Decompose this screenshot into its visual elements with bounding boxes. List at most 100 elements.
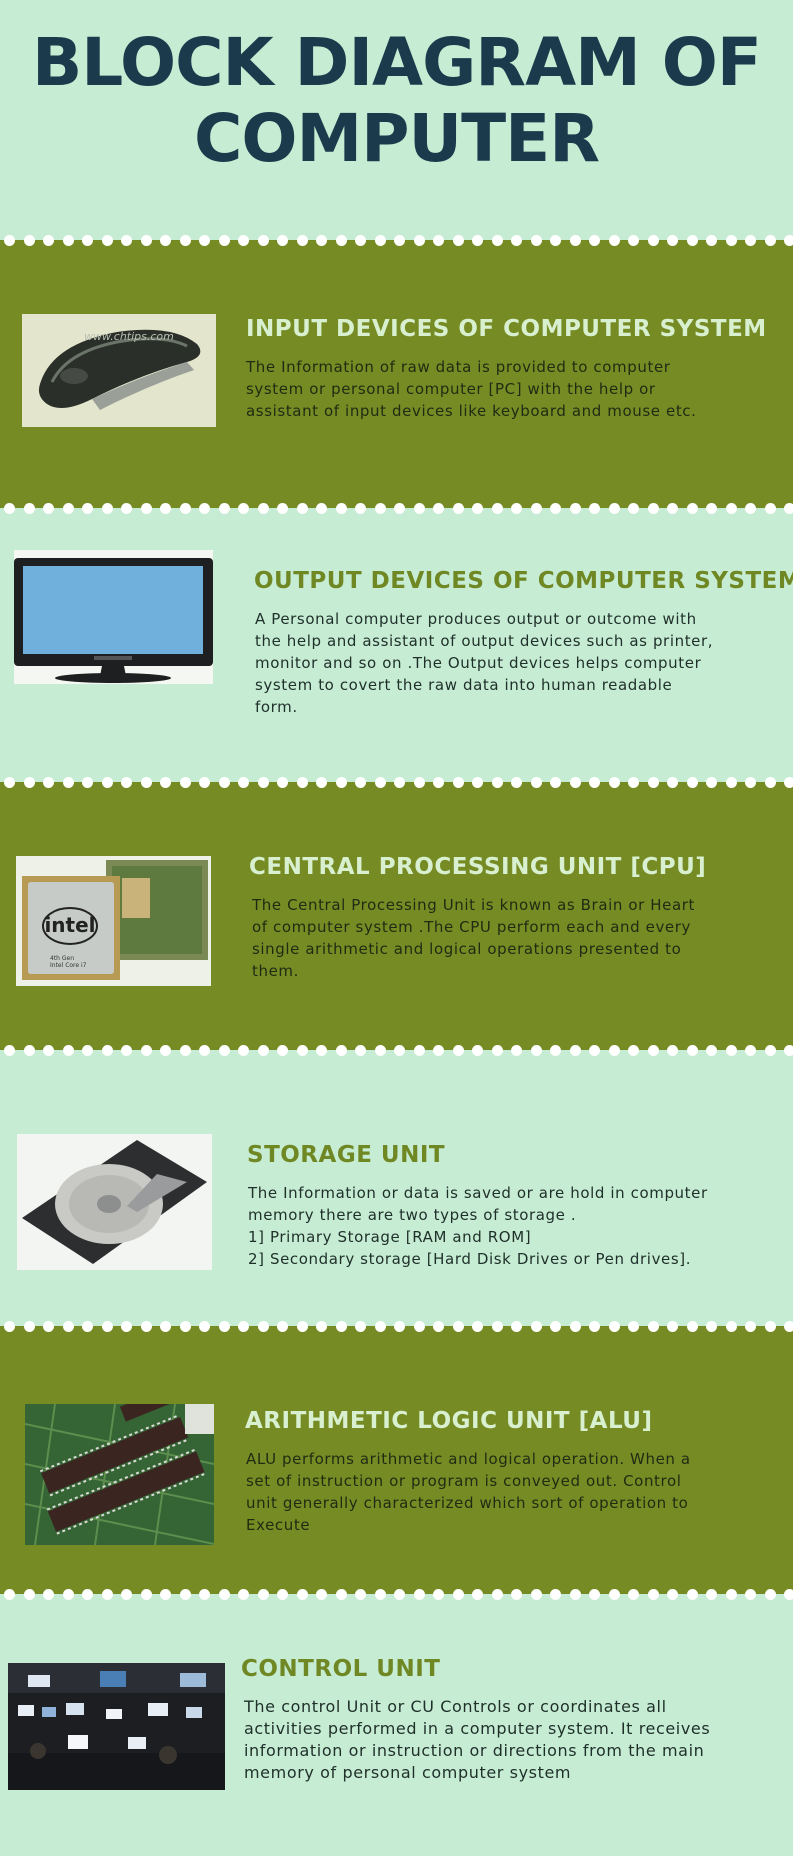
divider-dot (199, 503, 210, 514)
divider-dot (784, 1589, 793, 1600)
monitor-image (14, 550, 213, 684)
divider-dot (511, 1589, 522, 1600)
mouse-icon: www.chtips.com (22, 314, 216, 427)
divider-dot (374, 1589, 386, 1600)
divider-dot (43, 1045, 54, 1056)
dotted-divider (0, 1589, 793, 1601)
divider-dot (296, 1321, 308, 1332)
divider-dot (589, 1045, 600, 1056)
divider-dot (452, 1321, 464, 1332)
hard-disk-image (17, 1134, 212, 1270)
circuit-board-image (25, 1404, 214, 1545)
divider-dot (413, 777, 425, 788)
divider-dot (23, 503, 35, 514)
section-output-devices: OUTPUT DEVICES OF COMPUTER SYSTEM A Pers… (0, 508, 793, 782)
divider-dot (530, 503, 542, 514)
divider-dot (472, 503, 483, 514)
divider-dot (82, 1045, 93, 1056)
divider-dot (238, 1045, 249, 1056)
section-title: OUTPUT DEVICES OF COMPUTER SYSTEM (254, 568, 793, 594)
divider-dot (608, 503, 620, 514)
divider-dot (4, 777, 15, 788)
divider-dot (218, 1321, 230, 1332)
divider-dot (277, 1321, 288, 1332)
divider-dot (238, 777, 249, 788)
divider-dot (23, 1589, 35, 1600)
body-line: monitor and so on .The Output devices he… (255, 654, 702, 672)
divider-dot (218, 235, 230, 246)
divider-dot (452, 235, 464, 246)
divider-dot (316, 235, 327, 246)
control-room-icon (8, 1663, 225, 1790)
divider-dot (140, 777, 152, 788)
divider-dot (4, 1589, 15, 1600)
section-title: ARITHMETIC LOGIC UNIT [ALU] (245, 1408, 653, 1434)
divider-dot (452, 777, 464, 788)
divider-dot (394, 235, 405, 246)
divider-dot (667, 1045, 678, 1056)
divider-dot (784, 235, 793, 246)
divider-dot (374, 503, 386, 514)
divider-dot (121, 1321, 132, 1332)
section-body: The Central Processing Unit is known as … (252, 894, 695, 982)
divider-dot (784, 1321, 793, 1332)
divider-dot (374, 235, 386, 246)
divider-dot (355, 1321, 366, 1332)
divider-dot (491, 1589, 503, 1600)
divider-dot (121, 1589, 132, 1600)
divider-dot (530, 1589, 542, 1600)
divider-dot (511, 1045, 522, 1056)
section-body: The control Unit or CU Controls or coord… (244, 1696, 710, 1784)
divider-dot (550, 503, 561, 514)
divider-dot (491, 777, 503, 788)
divider-dot (62, 1045, 74, 1056)
divider-dot (589, 503, 600, 514)
chip-gen: 4th Gen (50, 955, 74, 962)
divider-dot (550, 1589, 561, 1600)
divider-dot (628, 503, 639, 514)
divider-dot (394, 1321, 405, 1332)
divider-dot (121, 1045, 132, 1056)
divider-dot (335, 777, 347, 788)
divider-dot (82, 1321, 93, 1332)
divider-dot (257, 235, 269, 246)
divider-dot (413, 235, 425, 246)
body-line: the help and assistant of output devices… (255, 632, 714, 650)
divider-dot (667, 1589, 678, 1600)
body-line: Execute (246, 1516, 311, 1534)
divider-dot (335, 1589, 347, 1600)
body-line: of computer system .The CPU perform each… (252, 918, 691, 936)
control-room-image (8, 1663, 225, 1790)
divider-dot (706, 1589, 717, 1600)
section-alu: ARITHMETIC LOGIC UNIT [ALU] ALU performs… (0, 1326, 793, 1594)
divider-dot (784, 1045, 793, 1056)
divider-dot (277, 1589, 288, 1600)
divider-dot (4, 503, 15, 514)
body-line: memory of personal computer system (244, 1763, 572, 1782)
divider-dot (257, 1045, 269, 1056)
divider-dot (725, 1589, 737, 1600)
divider-dot (647, 1589, 659, 1600)
divider-dot (511, 1321, 522, 1332)
divider-dot (43, 235, 54, 246)
divider-dot (764, 1045, 776, 1056)
divider-dot (199, 1589, 210, 1600)
divider-dot (491, 503, 503, 514)
divider-dot (647, 1321, 659, 1332)
divider-dot (199, 1045, 210, 1056)
divider-dot (160, 1589, 171, 1600)
dotted-divider (0, 235, 793, 247)
divider-dot (725, 777, 737, 788)
body-line: 2] Secondary storage [Hard Disk Drives o… (248, 1250, 692, 1268)
divider-dot (589, 235, 600, 246)
divider-dot (433, 777, 444, 788)
section-storage: STORAGE UNIT The Information or data is … (0, 1050, 793, 1326)
divider-dot (569, 777, 581, 788)
divider-dot (43, 777, 54, 788)
divider-dot (569, 1045, 581, 1056)
divider-dot (160, 503, 171, 514)
divider-dot (745, 1045, 756, 1056)
divider-dot (511, 503, 522, 514)
divider-dot (569, 1589, 581, 1600)
section-body: The Information or data is saved or are … (248, 1182, 708, 1270)
